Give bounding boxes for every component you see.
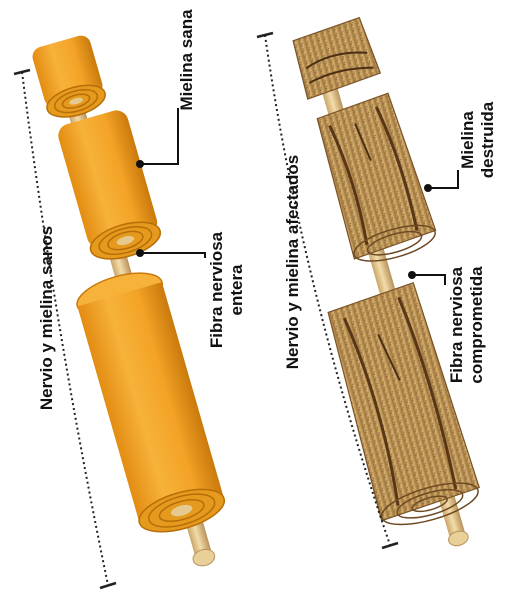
intact-fiber-label-line1: Fibra nerviosa — [207, 231, 226, 348]
damaged-myelin-segment-middle — [313, 91, 440, 269]
healthy-myelin-label: Mielina sana — [177, 9, 196, 111]
healthy-nerve — [30, 33, 229, 568]
damaged-fiber-label: Fibra nerviosa comprometida — [447, 266, 486, 384]
destroyed-myelin-label: Mielina destruida — [458, 101, 497, 178]
destroyed-myelin-label-line2: destruida — [478, 101, 497, 178]
intact-fiber-label-line2: entera — [227, 264, 246, 316]
intact-fiber-label: Fibra nerviosa entera — [207, 231, 246, 348]
healthy-myelin-segment-middle — [55, 108, 164, 266]
damaged-fiber-label-line1: Fibra nerviosa — [447, 266, 466, 383]
healthy-group-label: Nervio y mielina sanos — [37, 226, 56, 410]
affected-group-label: Nervio y mielina afectados — [283, 155, 302, 369]
destroyed-myelin-label-line1: Mielina — [458, 111, 477, 169]
healthy-myelin-segment-bottom — [72, 265, 229, 540]
damaged-fiber-label-line2: comprometida — [467, 266, 486, 384]
damaged-myelin-segment-top — [290, 16, 382, 99]
healthy-myelin-segment-top — [30, 33, 109, 123]
